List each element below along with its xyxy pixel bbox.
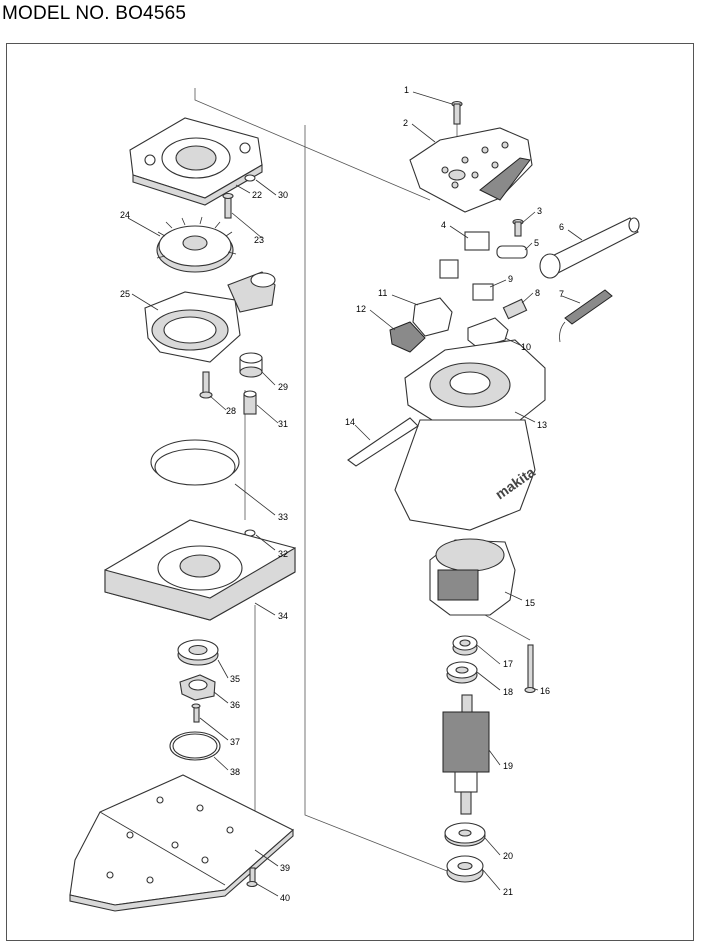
leader-lines bbox=[127, 91, 583, 897]
part-label: 16 bbox=[540, 686, 550, 696]
part-label: 39 bbox=[280, 863, 290, 873]
eccentric-36 bbox=[179, 674, 216, 701]
cord-7 bbox=[559, 289, 613, 343]
o-ring-38 bbox=[169, 731, 221, 761]
part-label: 18 bbox=[503, 687, 513, 697]
motor-housing-13: makita bbox=[394, 339, 546, 531]
screw-40 bbox=[246, 867, 258, 888]
part-label: 11 bbox=[378, 288, 387, 298]
part-label: 4 bbox=[441, 220, 446, 230]
part-label: 32 bbox=[278, 549, 288, 559]
sleeve-31 bbox=[243, 390, 257, 415]
cap-29 bbox=[239, 352, 263, 378]
part-label: 22 bbox=[252, 190, 262, 200]
pad-base-34 bbox=[104, 519, 296, 621]
part-label: 13 bbox=[537, 420, 547, 430]
part-label: 7 bbox=[559, 289, 564, 299]
bearing-21 bbox=[446, 855, 484, 883]
part-label: 24 bbox=[120, 210, 130, 220]
fan-housing-cover bbox=[129, 117, 263, 206]
part-label: 9 bbox=[508, 274, 513, 284]
part-label: 2 bbox=[403, 118, 408, 128]
fan-housing-25 bbox=[144, 271, 276, 363]
sanding-pad-39 bbox=[69, 774, 294, 912]
strain-relief-5 bbox=[496, 245, 528, 259]
switch-11 bbox=[412, 297, 453, 337]
part-label: 36 bbox=[230, 700, 240, 710]
part-number-labels: 1 2 3 4 5 6 7 8 9 10 11 12 13 14 15 16 1… bbox=[120, 85, 564, 903]
capacitor-8 bbox=[502, 298, 528, 320]
fan-24 bbox=[156, 216, 237, 273]
diagram-frame bbox=[6, 43, 694, 941]
part-label: 33 bbox=[278, 512, 288, 522]
bearing-17 bbox=[452, 635, 478, 656]
brush-holder-4 bbox=[439, 231, 490, 279]
part-label: 28 bbox=[226, 406, 236, 416]
screw-1 bbox=[451, 100, 463, 125]
part-label: 19 bbox=[503, 761, 513, 771]
nameplate-14 bbox=[347, 417, 419, 467]
part-label: 30 bbox=[278, 190, 288, 200]
ring-33 bbox=[150, 439, 240, 486]
part-label: 8 bbox=[535, 288, 540, 298]
housing-cover-2 bbox=[409, 127, 533, 213]
part-label: 40 bbox=[280, 893, 290, 903]
part-label: 15 bbox=[525, 598, 535, 608]
part-label: 20 bbox=[503, 851, 513, 861]
part-label: 34 bbox=[278, 611, 288, 621]
screw-37 bbox=[191, 703, 201, 723]
part-label: 5 bbox=[534, 238, 539, 248]
part-label: 29 bbox=[278, 382, 288, 392]
o-ring-30 bbox=[244, 174, 256, 182]
part-label: 6 bbox=[559, 222, 564, 232]
screw-3 bbox=[512, 218, 524, 237]
terminal-9 bbox=[472, 283, 494, 301]
part-label: 23 bbox=[254, 235, 264, 245]
field-15 bbox=[429, 538, 516, 616]
screw-23 bbox=[222, 192, 234, 219]
terminal-block-10 bbox=[467, 317, 509, 349]
screw-16 bbox=[524, 644, 536, 694]
washer-20 bbox=[444, 822, 486, 847]
switch-lever-12 bbox=[389, 321, 426, 353]
part-label: 14 bbox=[345, 417, 355, 427]
part-label: 17 bbox=[503, 659, 513, 669]
part-label: 35 bbox=[230, 674, 240, 684]
armature-19 bbox=[442, 694, 490, 815]
part-label: 38 bbox=[230, 767, 240, 777]
screw-28 bbox=[199, 371, 213, 399]
part-label: 37 bbox=[230, 737, 240, 747]
part-label: 12 bbox=[356, 304, 366, 314]
bearing-18 bbox=[446, 661, 478, 684]
page-title: MODEL NO. BO4565 bbox=[2, 3, 187, 24]
cord-guard-6 bbox=[539, 217, 640, 279]
part-label: 25 bbox=[120, 289, 130, 299]
part-label: 1 bbox=[404, 85, 409, 95]
part-label: 10 bbox=[521, 342, 531, 352]
part-label: 3 bbox=[537, 206, 542, 216]
part-label: 31 bbox=[278, 419, 288, 429]
bearing-35 bbox=[177, 639, 219, 666]
part-label: 21 bbox=[503, 887, 513, 897]
